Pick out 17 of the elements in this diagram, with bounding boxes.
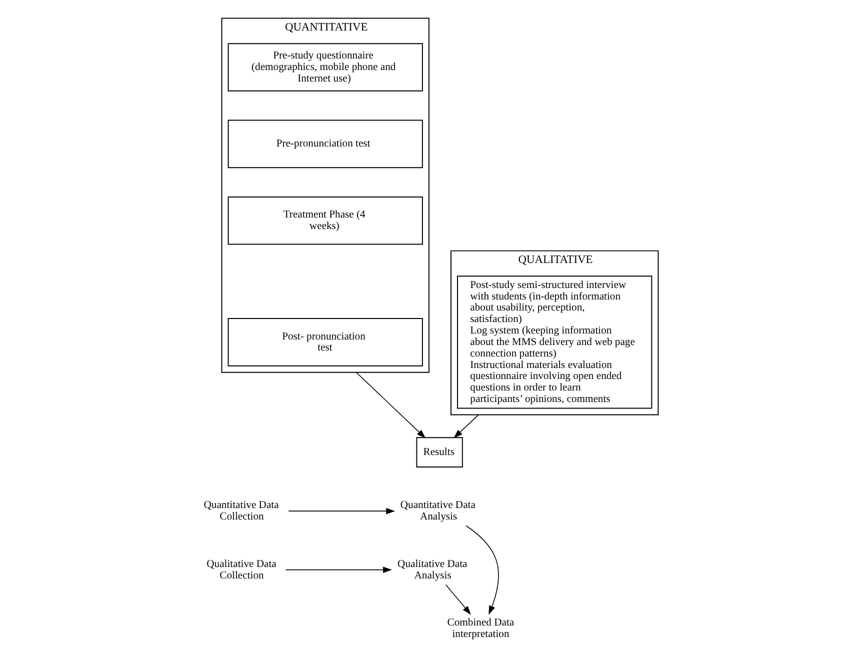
node-text: Quantitative Data Analysis bbox=[400, 500, 475, 523]
node-box: Post- pronunciation test bbox=[227, 318, 422, 366]
arrow bbox=[288, 508, 395, 514]
node-box: Post-study semi-structured interview with students (in-depth information about usability, perception, satisfaction) Log system (keeping information about the MMS delivery and web page connection patterns) Instructional materials evaluation questionnaire involving open ended questions in order to learn participants’ opinions, comments bbox=[456, 276, 652, 409]
node-box: Treatment Phase (4 weeks) bbox=[227, 196, 422, 245]
node-text: Qualitative Data Analysis bbox=[397, 558, 467, 582]
arrow bbox=[465, 525, 498, 615]
node-box: Results bbox=[416, 437, 462, 468]
arrow bbox=[355, 372, 426, 438]
node-text: Combined Data interpretation bbox=[446, 618, 514, 640]
arrow bbox=[284, 566, 392, 573]
node-text: Quantitative Data Collection bbox=[203, 500, 278, 523]
node-box: Pre-pronunciation test bbox=[227, 120, 422, 168]
arrow bbox=[444, 584, 471, 615]
node-box: Pre-study questionnaire (demographics, mobile phone and Internet use) bbox=[227, 43, 422, 92]
arrow bbox=[453, 414, 478, 438]
node-text: Qualitative Data Collection bbox=[206, 558, 276, 582]
